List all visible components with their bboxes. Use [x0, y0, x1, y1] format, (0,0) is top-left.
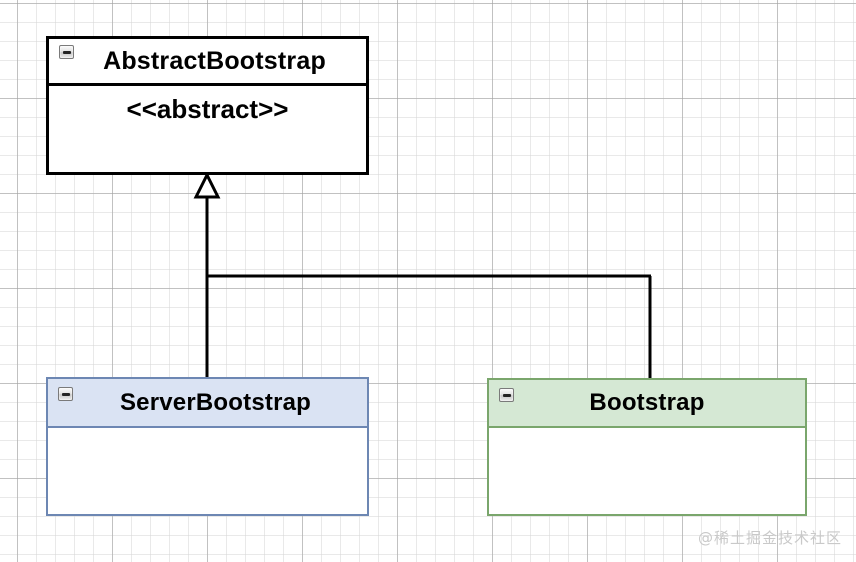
class-header-bootstrap[interactable]: Bootstrap [489, 380, 805, 428]
class-stereotype-abstract: <<abstract>> [126, 94, 289, 124]
minus-glyph [502, 393, 511, 397]
watermark: @稀土掘金技术社区 [697, 529, 842, 547]
class-body-serverbootstrap [48, 428, 367, 514]
hollow-triangle-arrowhead-icon [193, 171, 221, 199]
uml-class-abstractbootstrap[interactable]: AbstractBootstrap <<abstract>> [46, 36, 369, 175]
uml-class-bootstrap[interactable]: Bootstrap [487, 378, 807, 516]
class-body-abstractbootstrap: <<abstract>> [49, 86, 366, 172]
collapse-minus-icon[interactable] [59, 45, 74, 59]
minus-glyph [62, 50, 71, 54]
collapse-minus-icon[interactable] [58, 387, 73, 401]
collapse-minus-icon[interactable] [499, 388, 514, 402]
class-name-bootstrap: Bootstrap [589, 389, 705, 416]
class-header-abstractbootstrap[interactable]: AbstractBootstrap [49, 39, 366, 86]
minus-glyph [61, 392, 70, 396]
class-header-serverbootstrap[interactable]: ServerBootstrap [48, 379, 367, 428]
uml-class-serverbootstrap[interactable]: ServerBootstrap [46, 377, 369, 516]
class-name-serverbootstrap: ServerBootstrap [119, 388, 312, 416]
class-name-abstractbootstrap: AbstractBootstrap [103, 46, 326, 75]
class-body-bootstrap [489, 428, 805, 514]
